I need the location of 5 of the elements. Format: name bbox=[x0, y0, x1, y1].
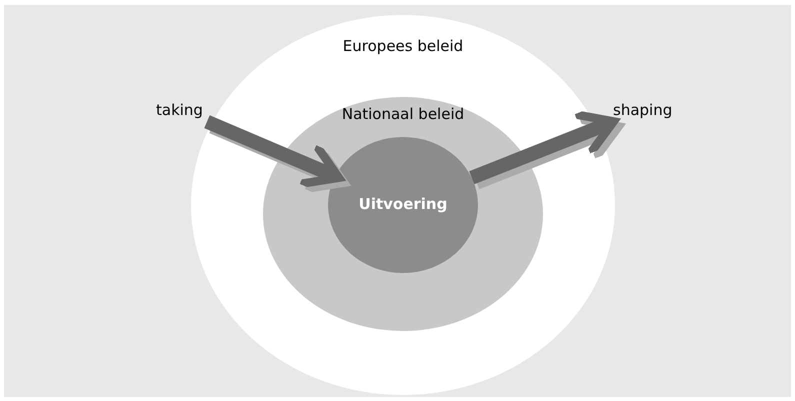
ring-label: Europees beleid bbox=[342, 37, 464, 55]
ring-label: Nationaal beleid bbox=[342, 105, 464, 123]
side-label: taking bbox=[156, 101, 203, 119]
side-label: shaping bbox=[613, 101, 672, 119]
ring-label: Uitvoering bbox=[358, 195, 448, 213]
